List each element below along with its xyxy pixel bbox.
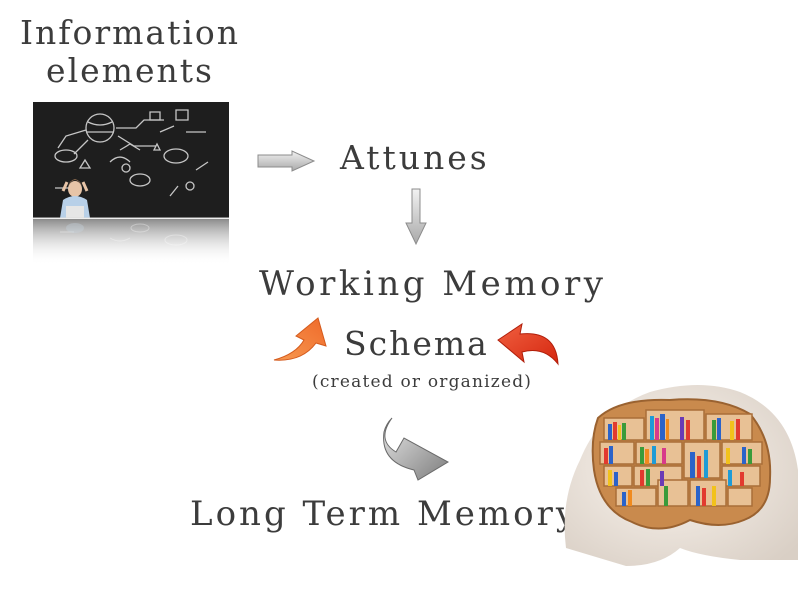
long-term-memory-label: Long Term Memory [190, 494, 579, 534]
gray-curved-arrow [383, 417, 450, 481]
brain-bookshelf-image [564, 385, 798, 566]
orange-curved-arrow [273, 317, 327, 361]
overload-photo [33, 102, 229, 265]
information-label-line2: elements [46, 51, 214, 90]
arrow-down-to-working-memory [405, 188, 427, 246]
stressed-person [60, 179, 90, 218]
information-elements-label: Information elements [12, 14, 248, 90]
arrow-to-attunes [257, 150, 316, 172]
schema-subtitle: (created or organized) [312, 372, 533, 392]
red-curved-arrow [497, 322, 559, 366]
working-memory-label: Working Memory [259, 264, 607, 304]
information-label-line1: Information [19, 13, 241, 52]
schema-label: Schema [344, 324, 489, 363]
attunes-label: Attunes [340, 138, 490, 177]
